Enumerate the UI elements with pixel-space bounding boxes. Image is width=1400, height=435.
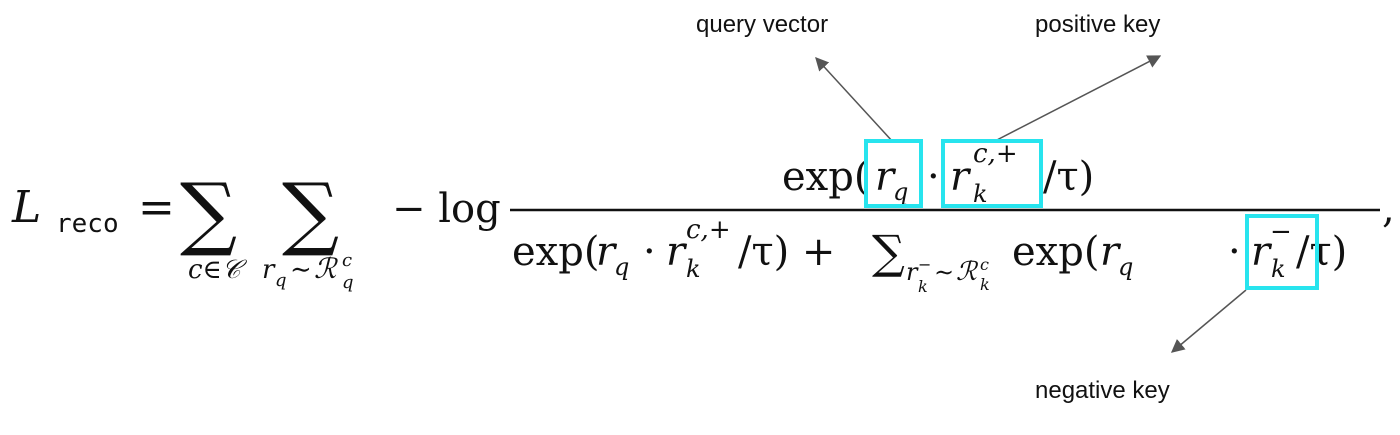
den-r1: r [596, 229, 618, 275]
sum-symbol-1: ∑ [180, 166, 237, 259]
den-dot1: · [643, 229, 656, 275]
num-r-k: r [950, 154, 972, 200]
num-r-q: r [875, 154, 897, 200]
trailing-comma: , [1382, 186, 1395, 232]
den-sum-sub-k: k [918, 277, 928, 296]
den-sum-sub-r: r [906, 258, 919, 286]
sum2-sub-q2: q [342, 272, 354, 293]
den-dot2: · [1228, 229, 1241, 275]
den-sup-cplus: c,+ [686, 215, 731, 245]
negative-key-box [1245, 214, 1319, 290]
den-sum-sub-R: ℛ [956, 257, 979, 287]
den-sum-sub-kk: k [980, 275, 990, 294]
den-k1: k [686, 255, 701, 283]
negative-key-label: negative key [1035, 377, 1170, 404]
equals-sign: = [138, 182, 175, 233]
den-r2: r [666, 229, 688, 275]
den-exp2: exp( [1012, 229, 1099, 275]
den-sum-sub-sim: ∼ [934, 258, 954, 286]
query-vector-box [864, 139, 923, 208]
num-exp-open: exp( [782, 154, 869, 200]
den-sum-sub-minus: − [918, 255, 931, 274]
den-minus-sup: − [1270, 217, 1292, 247]
num-tail: /τ) [1043, 154, 1094, 200]
sum1-subscript: c∈𝒞 [188, 255, 248, 285]
query-vector-label: query vector [696, 11, 828, 38]
sum2-sub-sim: ∼ [290, 255, 312, 285]
den-q1: q [614, 253, 629, 281]
neg-log: − log [392, 186, 501, 232]
positive-key-box [941, 139, 1043, 208]
positive-key-label: positive key [1035, 11, 1160, 38]
den-k2: k [1271, 255, 1286, 283]
num-q-sub: q [893, 178, 908, 206]
den-tail1: /τ) + [738, 229, 835, 275]
sum2-sub-R: ℛ [314, 252, 338, 285]
num-sup-cplus: c,+ [973, 139, 1018, 169]
den-sum-symbol: ∑ [872, 225, 905, 279]
den-r4: r [1251, 229, 1273, 275]
den-r3: r [1100, 229, 1122, 275]
positive-arrow [992, 55, 1162, 143]
den-tail2: /τ) [1296, 229, 1347, 275]
loss-subscript-reco: reco [56, 209, 119, 239]
den-exp1: exp( [512, 229, 599, 275]
sum-symbol-2: ∑ [282, 166, 339, 259]
sum2-sub-r: r [262, 255, 276, 285]
den-sum-sub-c: c [980, 255, 989, 274]
query-arrow [815, 57, 894, 143]
loss-symbol: L [11, 182, 41, 233]
sum2-sub-q: q [275, 270, 287, 291]
num-dot: · [927, 154, 940, 200]
sum2-sub-c: c [342, 250, 352, 271]
num-k-sub: k [973, 180, 988, 208]
negative-arrow [1170, 289, 1247, 353]
den-q2: q [1118, 253, 1133, 281]
